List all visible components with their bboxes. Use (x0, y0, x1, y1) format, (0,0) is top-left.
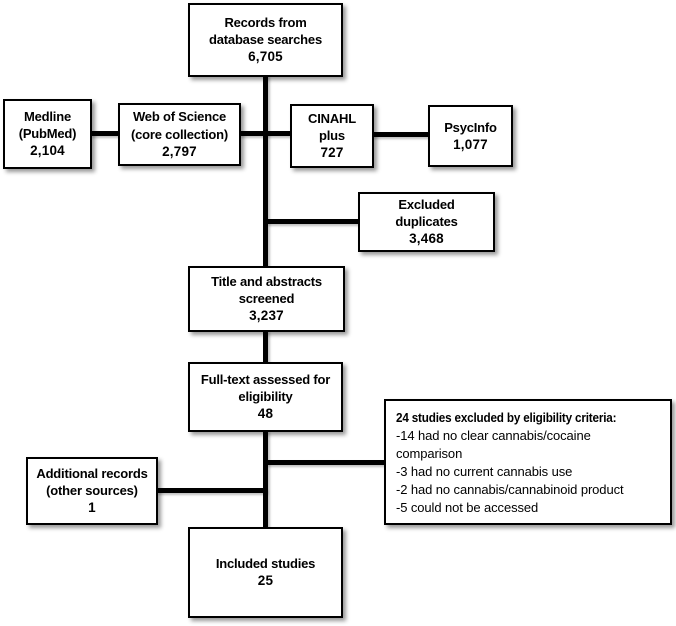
box-titles-abstracts-screened: Title and abstracts screened 3,237 (188, 266, 345, 332)
box-count: 2,104 (30, 143, 65, 159)
box-count: 1,077 (453, 136, 488, 152)
box-label-line: plus (319, 128, 345, 144)
connector-screened-to-fulltext (263, 330, 268, 364)
box-label-line: database searches (209, 32, 322, 48)
box-additional-records: Additional records (other sources) 1 (26, 457, 158, 525)
box-label-line: Full-text assessed for (200, 371, 331, 387)
box-label-line: (PubMed) (18, 126, 77, 142)
box-label-line: PsycInfo (444, 119, 497, 135)
box-records-from-database-searches: Records from database searches 6,705 (188, 3, 343, 77)
box-full-text-assessed: Full-text assessed for eligibility 48 (188, 362, 343, 432)
box-label-line: eligibility (238, 389, 293, 405)
box-count: 3,237 (249, 308, 284, 324)
box-count: 3,468 (409, 231, 444, 247)
box-exclusion-criteria: 24 studies excluded by eligibility crite… (384, 399, 672, 525)
exclusion-criteria-item: -2 had no cannabis/cannabinoid product (396, 482, 624, 497)
box-label-line: Medline (24, 108, 71, 124)
exclusion-criteria-item: -14 had no clear cannabis/cocaine compar… (396, 428, 591, 462)
box-label-line: (core collection) (130, 126, 228, 142)
box-label-line: screened (238, 291, 295, 307)
box-label-line: Title and abstracts (211, 273, 322, 289)
exclusion-criteria-item: -5 could not be accessed (396, 499, 539, 515)
connector-cinahl-to-psycinfo (371, 132, 430, 137)
box-label-line: (other sources) (46, 483, 138, 499)
box-count: 2,797 (162, 143, 197, 159)
connector-to-exclusion-criteria (266, 460, 386, 465)
box-count: 48 (257, 406, 274, 422)
connector-records-to-screened (263, 75, 268, 268)
box-label-line: Additional records (36, 465, 148, 481)
box-count: 1 (88, 500, 96, 516)
connector-additional-to-main (156, 488, 266, 493)
box-label-line: Web of Science (132, 109, 227, 125)
box-count: 6,705 (248, 49, 283, 65)
box-count: 25 (257, 573, 274, 589)
connector-wos-to-cinahl (239, 131, 292, 136)
connector-to-excluded-duplicates (266, 219, 360, 224)
exclusion-criteria-heading: 24 studies excluded by eligibility crite… (396, 410, 617, 425)
box-count: 727 (320, 145, 344, 161)
box-included-studies: Included studies 25 (188, 527, 343, 618)
box-medline-pubmed: Medline (PubMed) 2,104 (3, 99, 92, 169)
exclusion-criteria-item: -3 had no current cannabis use (396, 464, 573, 480)
box-label-line: Records from (224, 14, 307, 30)
box-excluded-duplicates: Excluded duplicates 3,468 (358, 192, 495, 252)
box-psycinfo: PsycInfo 1,077 (428, 105, 513, 167)
box-label-line: Included studies (215, 556, 316, 572)
box-label-line: duplicates (395, 214, 458, 230)
connector-fulltext-to-included (263, 430, 268, 529)
box-web-of-science: Web of Science (core collection) 2,797 (118, 103, 241, 166)
box-label-line: Excluded (398, 196, 455, 212)
box-cinahl-plus: CINAHL plus 727 (290, 104, 374, 168)
box-label-line: CINAHL (308, 110, 356, 126)
connector-medline-to-wos (90, 131, 120, 136)
